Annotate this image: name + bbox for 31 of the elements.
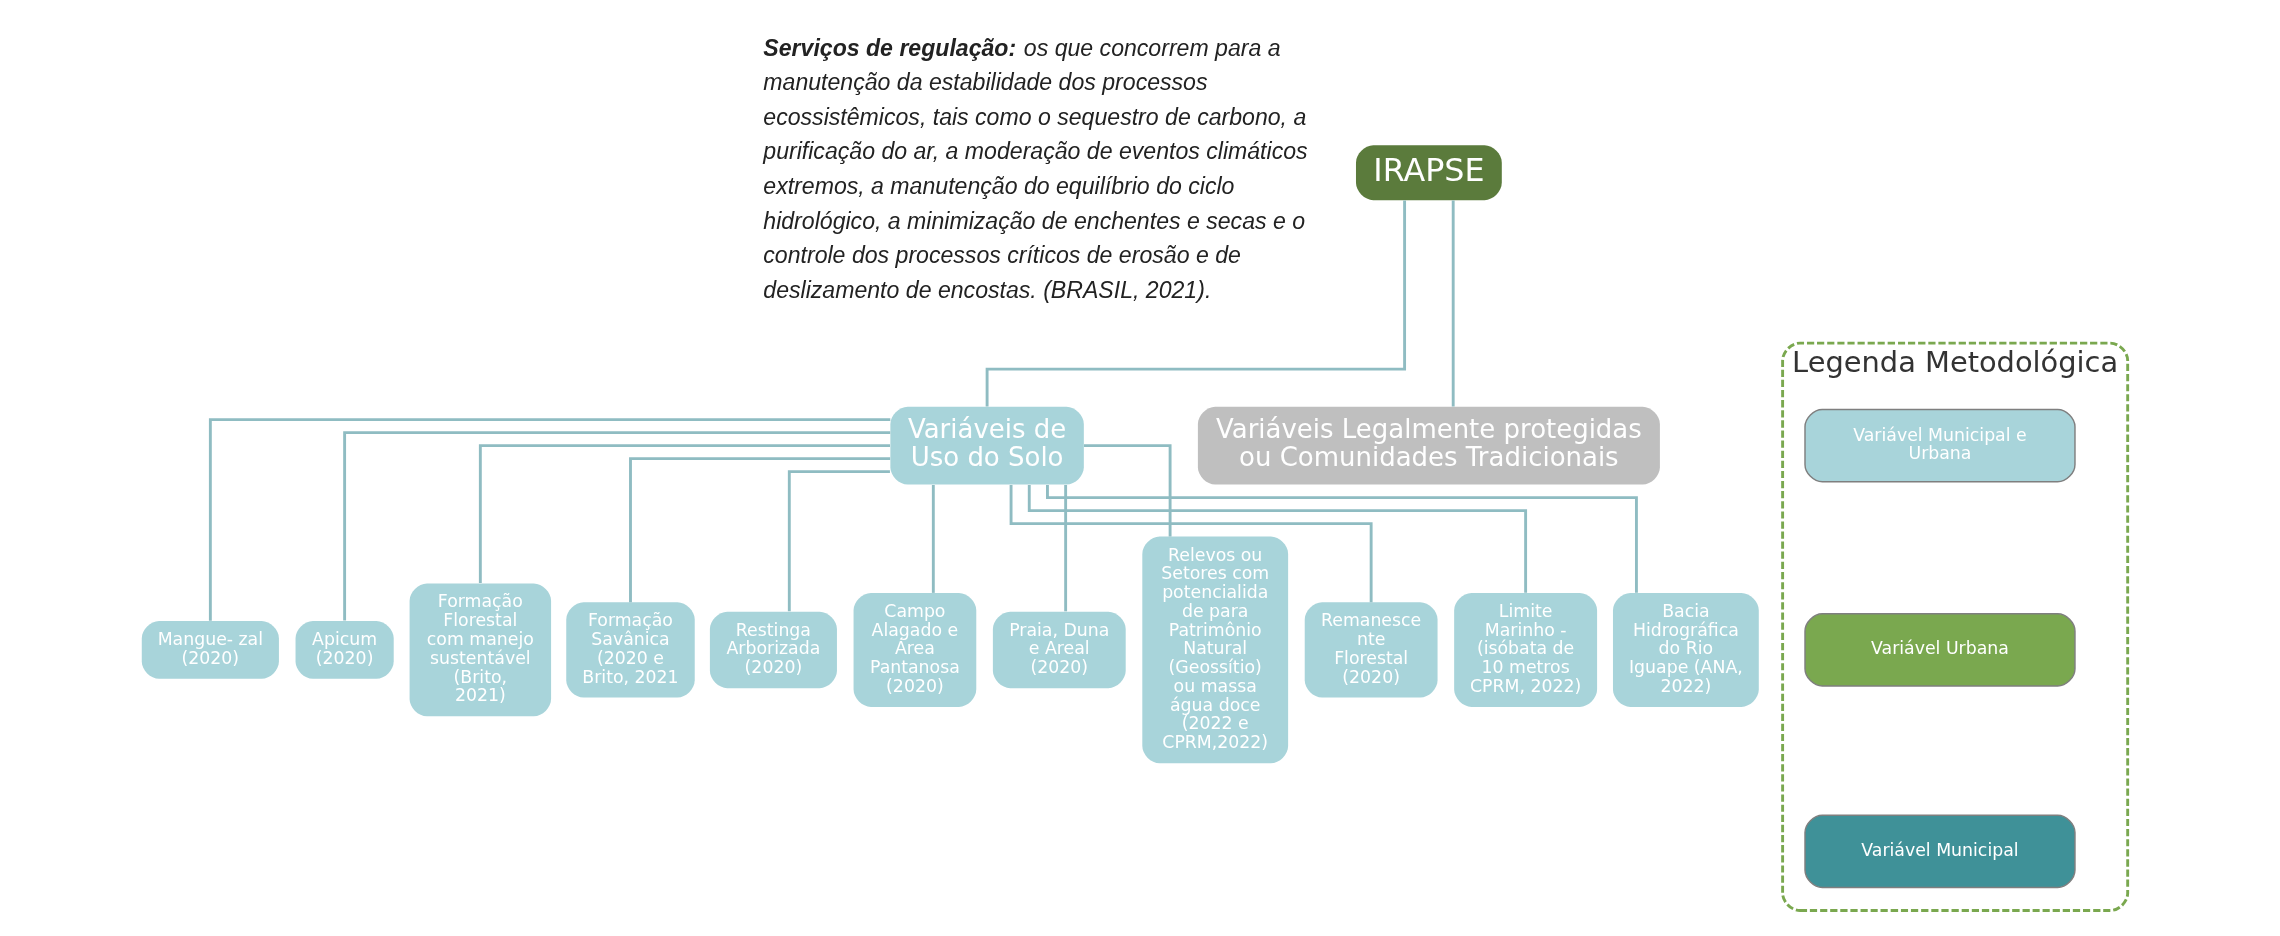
- node-box: Limite Marinho - (isóbata de 10 metros CPRM, 2022): [1453, 592, 1597, 707]
- connector: [931, 485, 935, 593]
- node-box: Praia, Duna e Areal (2020): [992, 611, 1126, 689]
- connector: [1063, 485, 1067, 612]
- node-box: Variáveis de Uso do Solo: [889, 406, 1084, 485]
- node-box: Restinga Arborizada (2020): [709, 611, 837, 689]
- connector: [478, 444, 890, 583]
- connector: [1083, 444, 1172, 537]
- node-box: Remanesce nte Florestal (2020): [1304, 602, 1438, 698]
- connector: [787, 470, 890, 612]
- connector: [1009, 485, 1373, 603]
- node-box: Apicum (2020): [295, 621, 394, 679]
- node-box: Formação Florestal com manejo sustentável (Brito, 2021): [409, 583, 551, 717]
- node-box: Mangue- zal (2020): [141, 621, 279, 679]
- node-box: IRAPSE: [1355, 145, 1502, 201]
- node-box: Formação Savânica (2020 e Brito, 2021: [565, 602, 695, 698]
- node-box: Variáveis Legalmente protegidas ou Comunidades Tradicionais: [1197, 406, 1660, 485]
- connector: [628, 457, 890, 603]
- legend-label: Variável Municipal e Urbana: [1852, 424, 2027, 464]
- connector: [985, 200, 1406, 407]
- connector: [1027, 484, 1527, 593]
- legend-label: Variável Municipal: [1860, 839, 2019, 860]
- node-box: Campo Alagado e Área Pantanosa (2020): [853, 592, 976, 707]
- node-box: Bacia Hidrográfica do Rio Iguape (ANA, 2022): [1612, 592, 1759, 707]
- connector: [342, 431, 890, 621]
- connector: [208, 418, 890, 621]
- label: Serviços de regulação: os que concorrem para a manutenção da estabilidade dos processos ecossistêmicos, tais como o sequestro de carbono, a purificação do ar, a moderação de eventos climáticos extremos, a manutenção do equilíbrio do ciclo hidrológico, a minimização de enchentes e secas e o controle dos processos críticos de erosão e de deslizamento de encostas. (BRASIL, 2021).: [762, 34, 1308, 304]
- connector: [1451, 200, 1455, 407]
- node-box: Relevos ou Setores com potencialidade para Patrimônio Natural (Geossítio) ou massa água doce (2022 e CPRM,2022): [1141, 536, 1288, 764]
- legend-label: Variável Urbana: [1870, 638, 2009, 659]
- connector: [1045, 485, 1638, 593]
